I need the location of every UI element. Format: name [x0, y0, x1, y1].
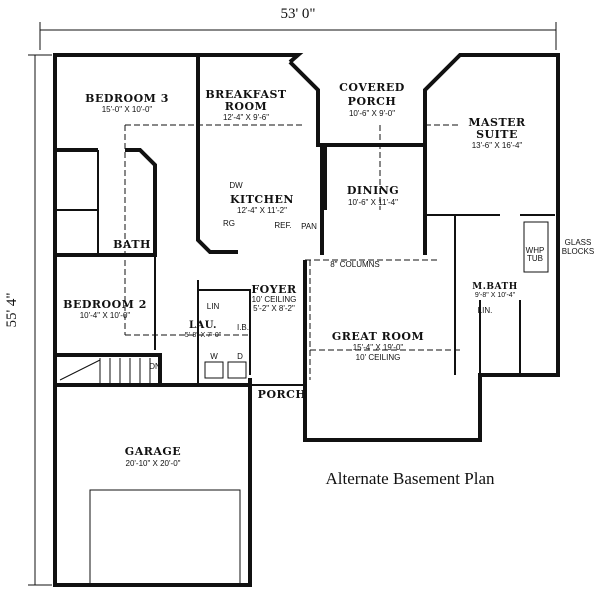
walls [53, 53, 560, 587]
caption: Alternate Basement Plan [325, 469, 495, 488]
breakfast-label-2: ROOM [225, 100, 267, 113]
great-room-label: GREAT ROOM [332, 330, 424, 343]
dimension-lines [28, 22, 557, 586]
glass-blocks-label-2: BLOCKS [562, 247, 594, 256]
bedroom3-label: BEDROOM 3 [85, 92, 169, 105]
master-linen-label: LIN. [478, 306, 493, 315]
refrigerator-label: REF. [274, 221, 291, 230]
range-label: RG [223, 219, 235, 228]
covered-porch-label-1: COVERED [339, 81, 405, 94]
bath-label: BATH [113, 238, 151, 251]
covered-porch-label-2: PORCH [348, 95, 397, 108]
kitchen-size: 12'-4" X 11'-2" [237, 206, 287, 215]
bedroom2-size: 10'-4" X 10'-0" [80, 311, 131, 320]
covered-porch-size: 10'-6" X 9'-0" [349, 109, 395, 118]
dishwasher-label: DW [229, 181, 243, 190]
bedroom3-size: 15'-0" X 10'-0" [102, 105, 153, 114]
master-suite-size: 13'-6" X 16'-4" [472, 141, 523, 150]
laundry-size: 5'-8" X 7'-0" [185, 332, 222, 339]
whirlpool-tub [523, 221, 549, 273]
breakfast-size: 12'-4" X 9'-6" [223, 113, 269, 122]
dryer-label: D [237, 352, 243, 361]
master-suite-label-2: SUITE [476, 128, 518, 141]
linen-closet-label: LIN [207, 302, 220, 311]
depth-dimension: 55' 4" [4, 292, 20, 327]
width-dimension: 53' 0" [280, 6, 315, 22]
whirlpool-label: WHP [526, 246, 545, 255]
kitchen-label: KITCHEN [230, 193, 294, 206]
dryer [227, 361, 247, 379]
stairs-down-label: DN [149, 362, 161, 371]
pantry-label: PAN [301, 222, 317, 231]
great-room-ceiling: 10' CEILING [356, 353, 401, 362]
foyer-size: 5'-2" X 8'-2" [253, 304, 295, 313]
foyer-label: FOYER [251, 283, 297, 296]
dining-size: 10'-6" X 11'-4" [348, 198, 398, 207]
garage-label: GARAGE [125, 445, 181, 458]
garage-size: 20'-10" X 20'-0" [126, 459, 181, 468]
columns-label: 8" COLUMNS [330, 260, 380, 269]
dining-label: DINING [347, 184, 399, 197]
stairs [59, 358, 151, 383]
master-bath-size: 9'-8" X 10'-4" [475, 292, 516, 299]
great-room-size: 15'-4" X 19'-0" [353, 343, 404, 352]
glass-blocks-label-1: GLASS [565, 238, 592, 247]
master-bath-label: M.BATH [472, 282, 517, 292]
tub-label: TUB [527, 254, 543, 263]
porch-label: PORCH [258, 388, 307, 401]
bedroom2-label: BEDROOM 2 [63, 298, 147, 311]
foyer-ceiling: 10' CEILING [252, 295, 297, 304]
washer-label: W [210, 352, 218, 361]
washer [204, 361, 224, 379]
interior-dashed-lines [124, 124, 460, 380]
laundry-label: LAU. [189, 320, 217, 331]
breakfast-label-1: BREAKFAST [205, 88, 287, 101]
master-suite-label-1: MASTER [468, 116, 526, 129]
ironing-board-label: I.B. [237, 323, 249, 332]
